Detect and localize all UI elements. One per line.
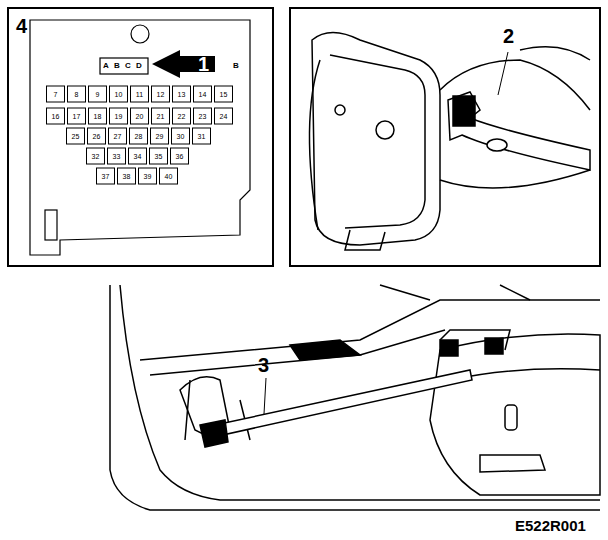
fuse-slot <box>110 86 128 102</box>
fuse-slot <box>67 128 85 144</box>
fuse-number: 39 <box>144 173 152 180</box>
fuse-slot <box>131 86 149 102</box>
fuse-number: 25 <box>72 133 80 140</box>
fuse-slot <box>152 108 170 124</box>
callout-number: 3 <box>258 355 269 375</box>
fuse-slot <box>118 168 136 184</box>
fuse-slot <box>150 148 168 164</box>
figure-code: E522R001 <box>515 518 586 533</box>
fuse-number: 37 <box>102 173 110 180</box>
callout-number: C <box>125 62 131 70</box>
brake-caliper <box>309 33 590 251</box>
fuse-slot <box>97 168 115 184</box>
pointer-arrow <box>152 50 215 78</box>
leader-line <box>498 52 508 95</box>
fuse-number: 17 <box>73 113 81 120</box>
removal-tool <box>200 370 472 447</box>
fuse-number: 15 <box>220 91 228 98</box>
fuse-slot <box>68 86 86 102</box>
fuse-slot <box>109 128 127 144</box>
fuse-number: 13 <box>178 91 186 98</box>
fuse-number: 27 <box>114 133 122 140</box>
fuse-number: 8 <box>75 91 79 98</box>
fuse-slot <box>193 128 211 144</box>
fuse-slot <box>139 168 157 184</box>
fuse-slot <box>173 108 191 124</box>
fuse-slot <box>129 148 147 164</box>
fuse-number: 34 <box>134 153 142 160</box>
fuse-slot <box>89 108 107 124</box>
leader-line <box>264 378 266 414</box>
interior-scene <box>110 285 600 510</box>
panel-frame <box>8 8 273 266</box>
panel-frame <box>290 8 600 266</box>
fuse-number: 22 <box>178 113 186 120</box>
fuse-slot <box>89 86 107 102</box>
fuse-number: 23 <box>199 113 207 120</box>
fuse-slot <box>173 86 191 102</box>
fuse-number: 10 <box>115 91 123 98</box>
fuse-slot <box>108 148 126 164</box>
fuse-number: 30 <box>177 133 185 140</box>
fuse-slot <box>215 108 233 124</box>
fuse-number: 32 <box>92 153 100 160</box>
fuse-number: 29 <box>156 133 164 140</box>
fuse-number: 31 <box>198 133 206 140</box>
fuse-slot <box>194 108 212 124</box>
callout-number: B <box>114 62 120 70</box>
fuse-slot <box>171 148 189 164</box>
fuse-number: 40 <box>165 173 173 180</box>
fuse-number: 38 <box>123 173 131 180</box>
fuse-slot <box>194 86 212 102</box>
fuse-number: 9 <box>96 91 100 98</box>
fuse-slot <box>152 86 170 102</box>
fuse-slot <box>172 128 190 144</box>
fuse-slot <box>47 108 65 124</box>
fuse-slot <box>151 128 169 144</box>
fuse-number: 26 <box>93 133 101 140</box>
fuse-number: 35 <box>155 153 163 160</box>
callout-number: A <box>103 62 109 70</box>
fuse-number: 28 <box>135 133 143 140</box>
fuse-number: 24 <box>220 113 228 120</box>
fuse-box <box>30 20 250 255</box>
fuse-slot <box>68 108 86 124</box>
fuse-slot <box>130 128 148 144</box>
fuse-number: 14 <box>199 91 207 98</box>
fuse-number: 36 <box>176 153 184 160</box>
fuse-slot <box>47 86 65 102</box>
callout-number: D <box>136 62 142 70</box>
fuse-number: 19 <box>115 113 123 120</box>
fuse-slot <box>88 128 106 144</box>
fuse-number: 7 <box>54 91 58 98</box>
callout-number: B <box>233 62 239 70</box>
fuse-slot <box>160 168 178 184</box>
fuse-slot <box>131 108 149 124</box>
fuse-number: 20 <box>136 113 144 120</box>
fuse-number: 12 <box>157 91 165 98</box>
fuse-slot <box>110 108 128 124</box>
callout-number: 1 <box>198 54 209 74</box>
fuse-number: 21 <box>157 113 165 120</box>
fuse-slot <box>215 86 233 102</box>
fuse-number: 33 <box>113 153 121 160</box>
callout-number: 4 <box>16 16 27 36</box>
callout-number: 2 <box>503 26 514 46</box>
fuse-number: 16 <box>52 113 60 120</box>
fuse-slot <box>87 148 105 164</box>
fuse-number: 11 <box>136 91 143 98</box>
fuse-number: 18 <box>94 113 102 120</box>
wrench <box>448 47 590 170</box>
